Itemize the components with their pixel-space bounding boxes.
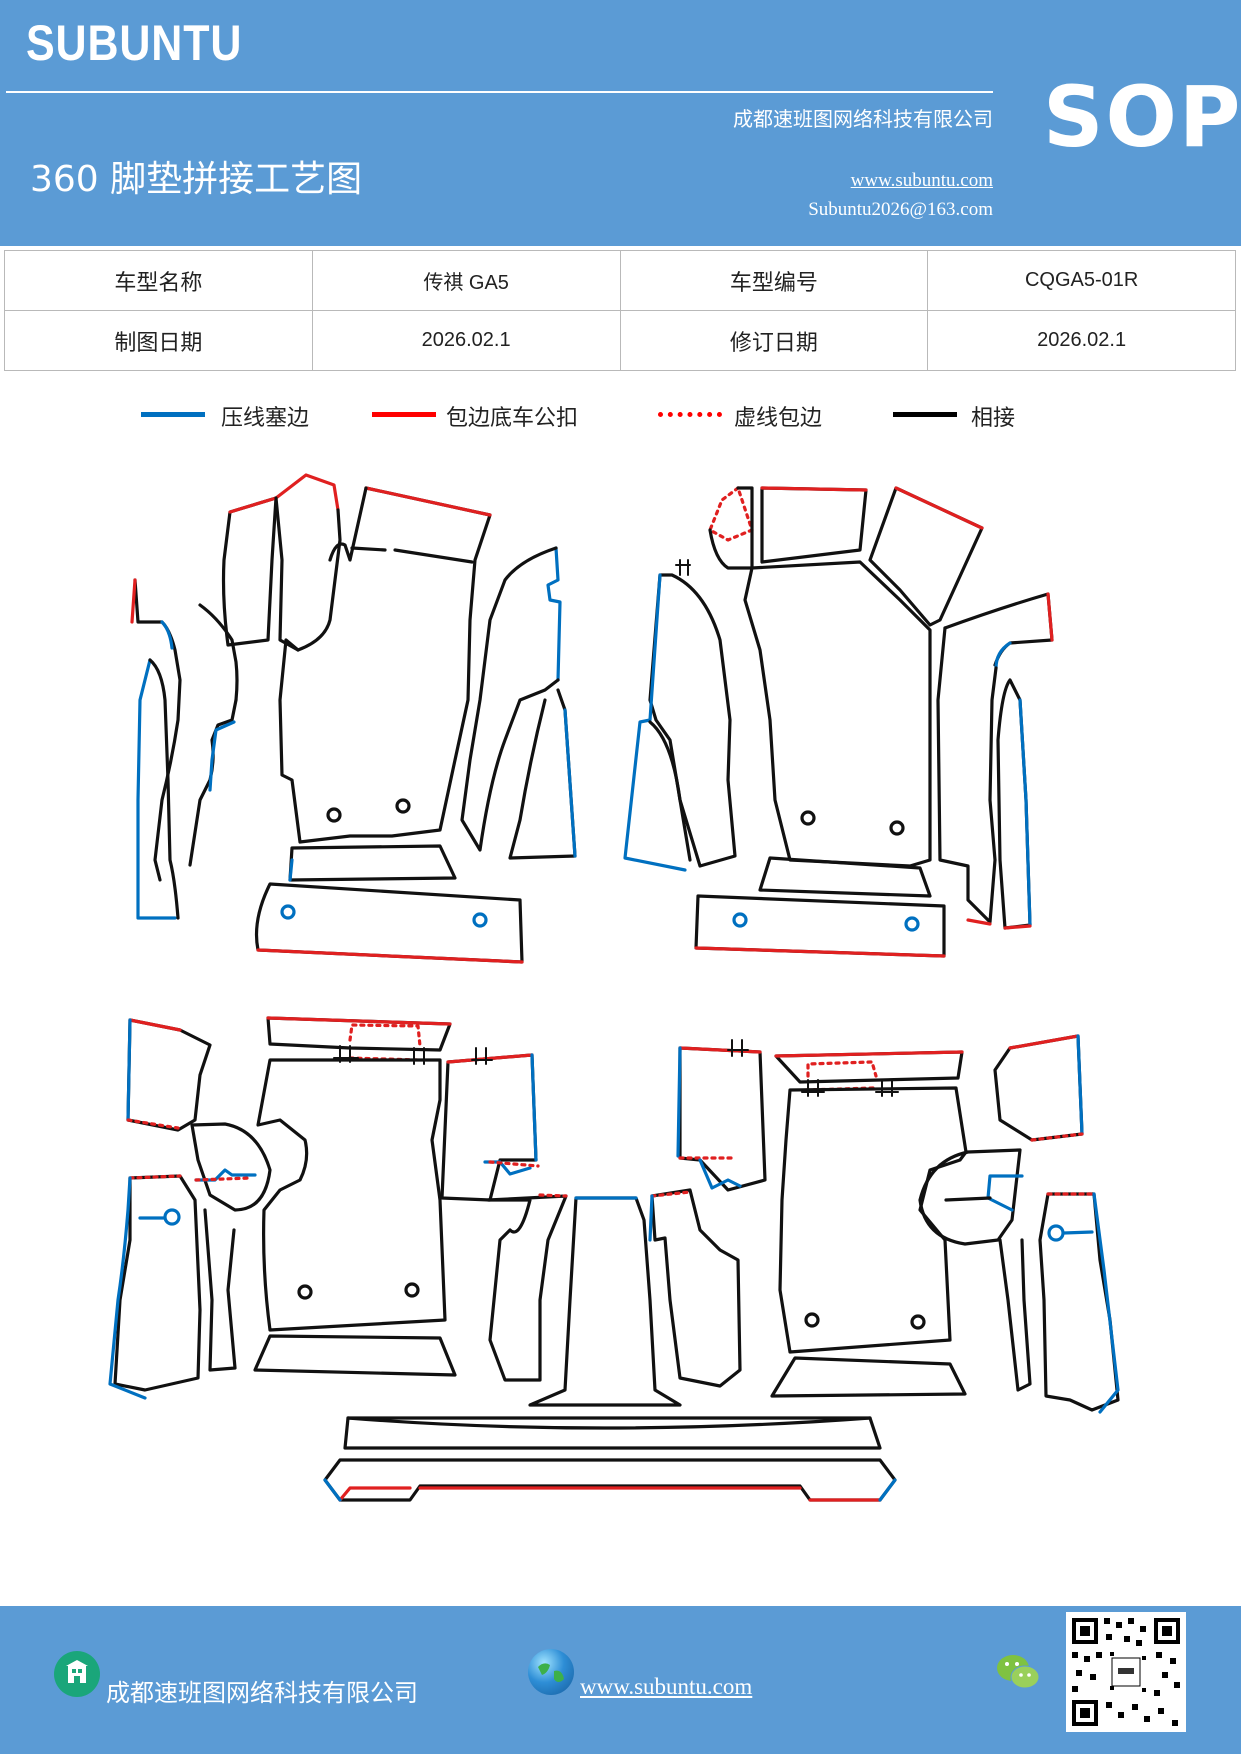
legend-swatch-black: [893, 412, 957, 417]
model-name-value: 传祺 GA5: [311, 250, 621, 311]
brand-logo: SUBUNTU: [26, 15, 243, 71]
draw-date-value: 2026.02.1: [311, 310, 621, 371]
legend-edge-wrap: 包边底车公扣: [372, 400, 612, 440]
legend-label: 包边底车公扣: [446, 406, 579, 431]
legend-label: 相接: [971, 406, 1016, 431]
revise-date-value: 2026.02.1: [927, 310, 1236, 371]
footer-website-link[interactable]: www.subuntu.com: [580, 1674, 753, 1699]
mat-rear-right-group: [648, 1034, 1120, 1414]
legend-joint: 相接: [893, 400, 1043, 440]
globe-icon: [528, 1649, 574, 1695]
legend-swatch-red: [372, 412, 436, 417]
qr-code[interactable]: [1066, 1612, 1186, 1732]
legend-label: 虚线包边: [734, 406, 823, 431]
mat-rear-left-group: [108, 1016, 568, 1400]
legend-swatch-blue: [141, 412, 205, 417]
mat-front-left-group: [130, 473, 577, 964]
header-divider: [6, 91, 993, 93]
model-name-label: 车型名称: [4, 250, 313, 311]
legend-dashed-wrap: 虚线包边: [658, 400, 858, 440]
mat-front-right-group: [623, 486, 1054, 958]
footer-company: 成都速班图网络科技有限公司: [106, 1679, 418, 1707]
legend-press-line: 压线塞边: [141, 400, 361, 440]
floor-mat-diagram: [108, 473, 1120, 1502]
sop-badge: SOP: [1043, 68, 1241, 166]
table-row: 车型名称 传祺 GA5 车型编号 CQGA5-01R: [4, 250, 1236, 311]
revise-date-label: 修订日期: [619, 310, 929, 371]
table-row: 制图日期 2026.02.1 修订日期 2026.02.1: [4, 310, 1236, 371]
draw-date-label: 制图日期: [4, 310, 313, 371]
header-email: Subuntu2026@163.com: [808, 199, 993, 220]
building-icon: [54, 1651, 100, 1697]
header-company: 成都速班图网络科技有限公司: [733, 107, 993, 131]
legend-swatch-red-dotted: [658, 412, 722, 417]
header-website-link[interactable]: www.subuntu.com: [850, 170, 993, 191]
footer-banner: 成都速班图网络科技有限公司 www.subuntu.com: [0, 1606, 1241, 1754]
model-code-label: 车型编号: [619, 250, 929, 311]
legend-label: 压线塞边: [221, 406, 310, 431]
document-title: 360 脚垫拼接工艺图: [30, 159, 363, 200]
vehicle-info-table: 车型名称 传祺 GA5 车型编号 CQGA5-01R 制图日期 2026.02.…: [4, 250, 1236, 371]
mat-tunnel-group: [323, 1196, 897, 1502]
wechat-icon: [994, 1650, 1042, 1694]
header-banner: SUBUNTU 成都速班图网络科技有限公司 360 脚垫拼接工艺图 www.su…: [0, 0, 1241, 246]
model-code-value: CQGA5-01R: [927, 250, 1236, 311]
